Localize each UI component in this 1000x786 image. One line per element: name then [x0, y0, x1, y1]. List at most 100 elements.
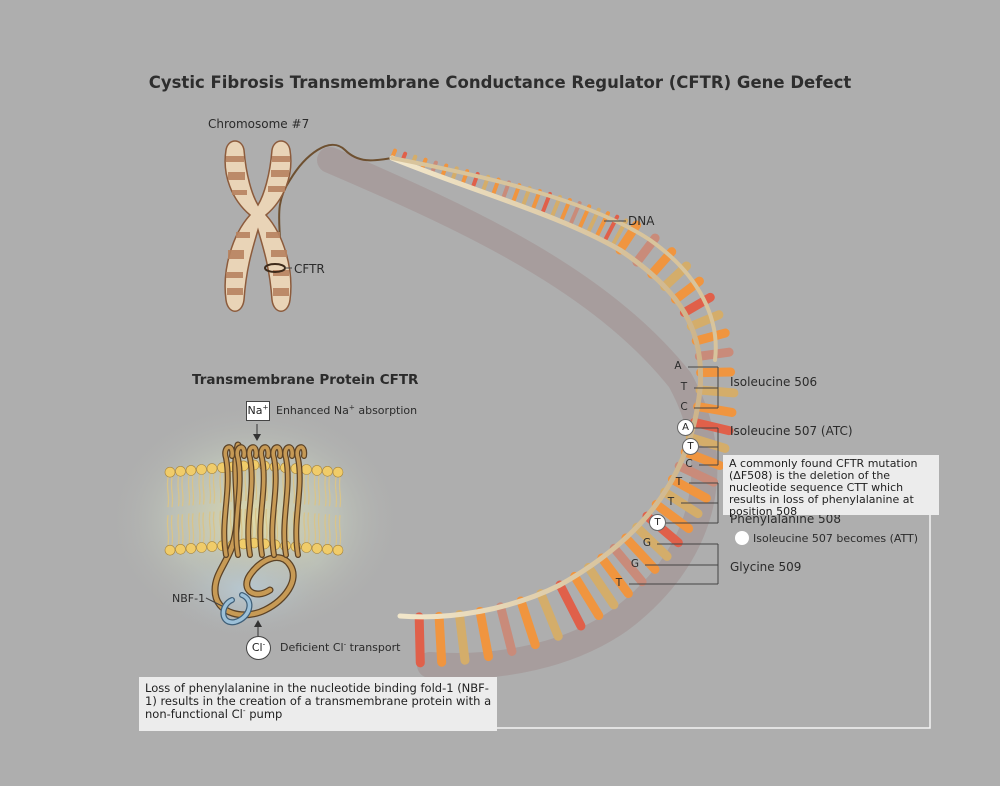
lipid-tail	[177, 476, 180, 507]
lipid-tail	[166, 515, 170, 546]
dna-rung	[695, 385, 739, 398]
codon-base: C	[680, 401, 688, 413]
codon-base: T	[675, 476, 683, 488]
lipid-tail	[324, 476, 327, 507]
codon-base: A	[674, 360, 682, 372]
dna-rung	[434, 611, 447, 667]
lipid-tail	[166, 477, 170, 508]
lipid-tail	[219, 472, 222, 503]
dna-rung	[516, 596, 540, 650]
cftr-gene-label: CFTR	[294, 262, 325, 276]
codon-base: T	[682, 438, 699, 455]
protein-helix	[282, 445, 294, 557]
codon-label: Isoleucine 506	[730, 375, 818, 389]
lipid-tail	[240, 508, 243, 539]
cl-label: Deficient Cl- transport	[280, 640, 400, 654]
lipid-tail	[202, 474, 205, 505]
lipid-tail	[324, 514, 327, 545]
lipid-tail	[317, 475, 321, 506]
lipid-tail	[275, 509, 279, 540]
lipid-tail	[181, 476, 184, 507]
lipid-tail	[198, 512, 201, 543]
dna-rung	[691, 328, 730, 346]
lipid-tail	[338, 515, 342, 546]
lipid-tail	[334, 477, 338, 508]
lipid-head	[206, 541, 218, 552]
chromosome-7	[224, 140, 292, 312]
lipid-head	[196, 464, 207, 475]
codon-base: A	[677, 419, 694, 436]
lipid-tail	[208, 511, 212, 542]
lipid-tail	[254, 469, 258, 501]
lipid-tail	[244, 470, 247, 501]
note-connector	[495, 515, 931, 729]
lipid-tail	[191, 513, 195, 544]
nbf1-label: NBF-1	[172, 592, 206, 605]
lipid-head	[206, 463, 218, 474]
dna-rung	[609, 543, 647, 587]
lipid-tail	[307, 512, 310, 543]
codon-base: G	[642, 537, 652, 549]
lipid-head	[175, 465, 186, 477]
lipid-tail	[219, 510, 222, 541]
dna-rung	[475, 606, 493, 662]
protein-helix	[258, 445, 270, 557]
dna-rung	[555, 580, 586, 631]
dna-rung	[496, 602, 517, 656]
codon-base: G	[630, 558, 640, 570]
codon-label: Phenylalanine 508	[730, 512, 841, 526]
codon-base: T	[680, 381, 688, 393]
lipid-tail	[181, 514, 184, 545]
dna-rung	[693, 402, 737, 417]
lipid-head	[301, 464, 312, 475]
lipid-tail	[303, 512, 306, 543]
dna-rung	[621, 533, 660, 574]
codon-label: Isoleucine 507 (ATC)	[730, 424, 853, 438]
na-label-text-end: absorption	[354, 404, 418, 417]
nbf-leader	[205, 597, 223, 607]
cftr-protein	[211, 441, 308, 626]
na-box-sup: +	[262, 402, 269, 412]
lipid-head	[301, 542, 312, 553]
bottom-note-text: Loss of phenylalanine in the nucleotide …	[145, 681, 492, 721]
dna-backbone-outer	[390, 156, 718, 362]
page-title: Cystic Fibrosis Transmembrane Conductanc…	[148, 73, 852, 92]
lipid-tail	[292, 473, 296, 504]
na-box: Na+	[246, 401, 270, 421]
lipid-tail	[307, 474, 310, 505]
cl-circle-text: Cl	[251, 641, 263, 654]
codon-base: T	[615, 577, 623, 589]
codon-base: C	[685, 458, 693, 470]
dna-rung	[597, 553, 633, 599]
dna-shadow	[317, 147, 718, 679]
lipid-head	[311, 465, 323, 476]
lipid-head	[175, 543, 186, 555]
legend-marker	[735, 531, 749, 545]
dna-rung	[414, 612, 425, 668]
codon-base: T	[649, 514, 666, 531]
lipid-tail	[303, 474, 306, 505]
dna-rung	[667, 474, 711, 503]
dna-label: DNA	[628, 214, 655, 228]
lipid-tail	[317, 513, 321, 544]
cl-circle: Cl-	[246, 636, 271, 660]
protein-helix	[246, 445, 258, 557]
lipid-tail	[187, 475, 191, 506]
dna-rung	[584, 562, 619, 610]
dna-rung	[674, 461, 719, 487]
chromosome-label: Chromosome #7	[208, 117, 310, 131]
protein-helix	[294, 445, 306, 557]
protein-helix	[222, 445, 234, 557]
protein-helix	[234, 445, 246, 557]
bottom-note: Loss of phenylalanine in the nucleotide …	[139, 677, 497, 731]
lipid-head	[164, 544, 176, 556]
bottom-note-text-end: pump	[245, 707, 283, 721]
lipid-head	[311, 543, 323, 554]
lipid-tail	[328, 476, 331, 507]
dna-rung	[686, 310, 724, 331]
lipid-tail	[170, 515, 174, 546]
lipid-head	[332, 544, 344, 556]
na-label-sup: +	[348, 402, 355, 412]
lipid-tail	[328, 514, 331, 545]
